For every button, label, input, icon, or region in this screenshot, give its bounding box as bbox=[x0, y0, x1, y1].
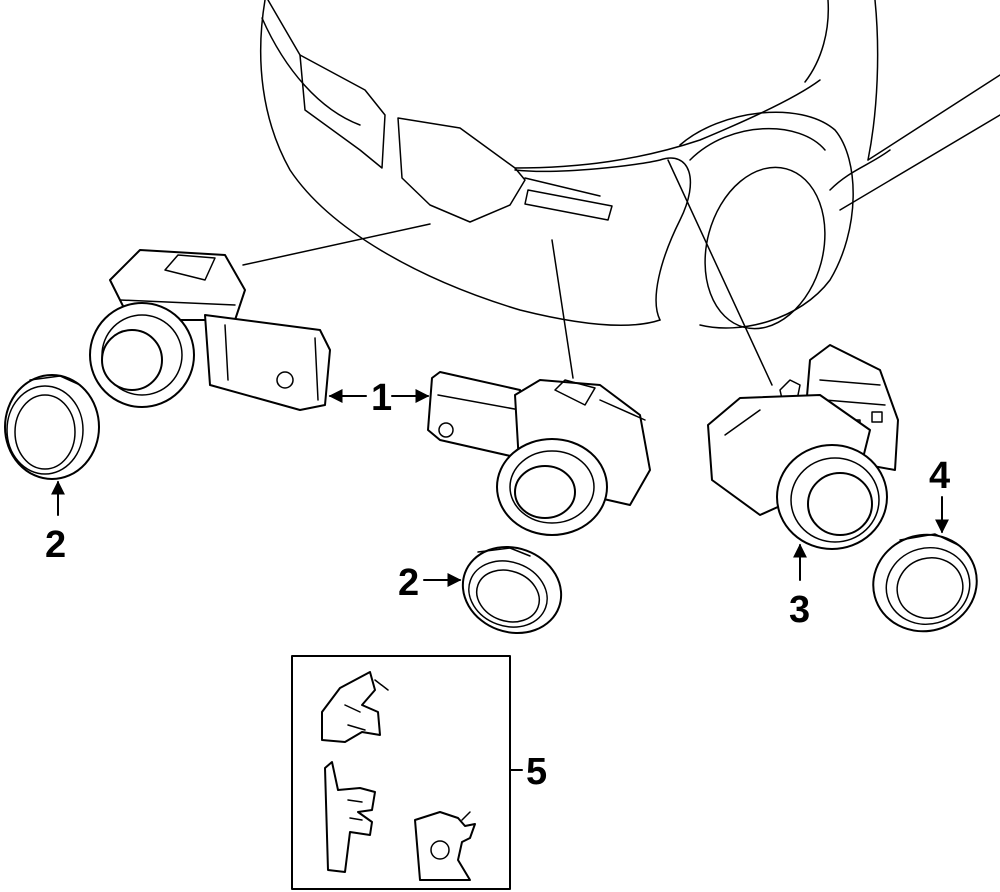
bezel-ring-left bbox=[4, 374, 100, 480]
callout-arrows bbox=[51, 389, 949, 771]
callout-5: 5 bbox=[526, 751, 547, 793]
callout-1: 1 bbox=[371, 377, 392, 419]
bezel-ring-right bbox=[872, 533, 978, 633]
parking-sensor-center bbox=[427, 371, 651, 536]
callout-2-left: 2 bbox=[45, 524, 66, 566]
callout-2-center: 2 bbox=[398, 562, 419, 604]
parking-sensor-right bbox=[707, 344, 899, 550]
callout-4: 4 bbox=[929, 455, 950, 497]
clips-box-frame bbox=[291, 655, 511, 890]
parking-sensor-left bbox=[89, 249, 331, 411]
vehicle-front-outline bbox=[259, 0, 1000, 330]
callout-3: 3 bbox=[789, 589, 810, 631]
bezel-ring-center bbox=[461, 545, 563, 635]
leader-lines bbox=[242, 159, 773, 386]
clips-kit-box bbox=[291, 655, 511, 890]
